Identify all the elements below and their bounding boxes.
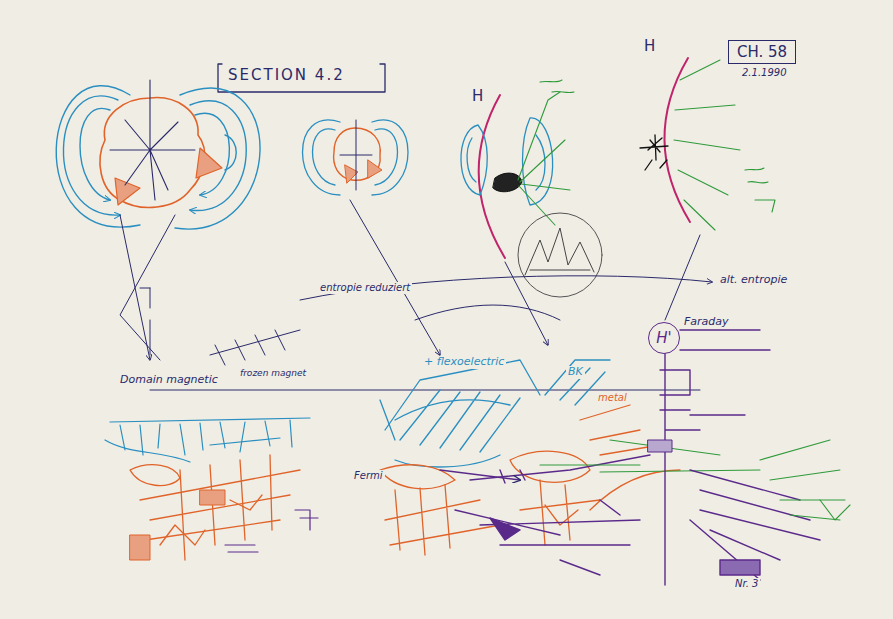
sketch-label: Nr. 3 bbox=[733, 578, 760, 590]
sketch-label: H bbox=[642, 38, 657, 55]
sketch-label: Faraday bbox=[682, 316, 731, 329]
sketch-label: BK bbox=[566, 366, 585, 379]
sketch-label: entropie reduziert bbox=[318, 282, 412, 294]
node-heading: H' bbox=[656, 329, 671, 347]
sketch-label: H bbox=[470, 88, 485, 105]
sketch-label: + flexoelectric bbox=[422, 356, 506, 369]
sketch-label: frozen magnet bbox=[238, 368, 308, 378]
sketch-label: Fermi bbox=[352, 470, 385, 482]
sketch-label: metal bbox=[596, 392, 629, 404]
chapter-box: CH. 58 2.1.1990 bbox=[728, 40, 796, 78]
circled-symbol: H' bbox=[648, 322, 680, 354]
section-title: SECTION 4.2 bbox=[226, 67, 347, 84]
node-note: 2.1.1990 bbox=[728, 67, 796, 78]
sketch-label: Domain magnetic bbox=[118, 374, 220, 387]
node-heading: CH. 58 bbox=[728, 40, 796, 64]
sketch-label: alt. entropie bbox=[718, 274, 789, 287]
